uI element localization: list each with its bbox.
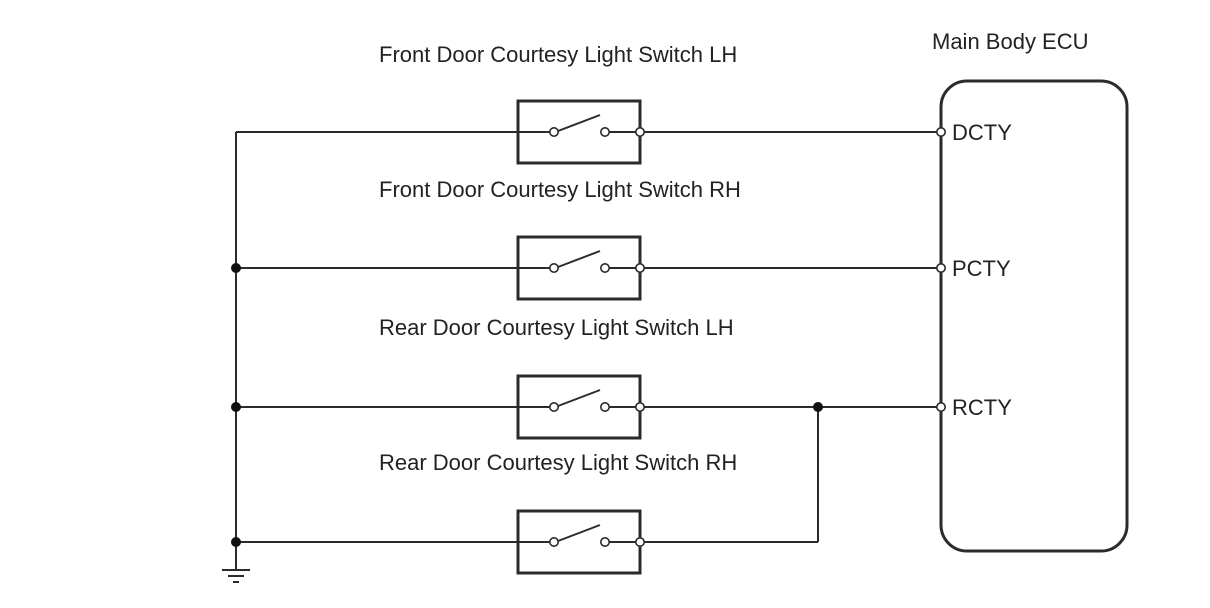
ecu-pin-label-rcty: RCTY — [952, 395, 1012, 420]
junction-dot — [813, 402, 823, 412]
switch-label-front-lh: Front Door Courtesy Light Switch LH — [379, 42, 737, 67]
switch-rear-rh — [516, 509, 645, 575]
ecu-title: Main Body ECU — [932, 29, 1089, 54]
junction-dot — [231, 402, 241, 412]
open-switch-icon — [557, 524, 601, 542]
open-switch-icon — [557, 114, 601, 132]
open-switch-icon — [557, 389, 601, 407]
switch-label-front-rh: Front Door Courtesy Light Switch RH — [379, 177, 741, 202]
ecu-pin-label-dcty: DCTY — [952, 120, 1012, 145]
ecu-pin-terminal-rcty — [935, 401, 946, 412]
switch-front-rh — [516, 235, 645, 301]
ground-icon — [222, 569, 250, 583]
ecu-pin-terminal-dcty — [935, 127, 946, 138]
ecu-box — [939, 79, 1129, 553]
ecu-pin-terminal-pcty — [935, 262, 946, 273]
switch-rear-lh — [516, 374, 645, 440]
junction-dot — [231, 537, 241, 547]
ecu-pin-label-pcty: PCTY — [952, 256, 1011, 281]
switch-label-rear-lh: Rear Door Courtesy Light Switch LH — [379, 315, 734, 340]
switch-label-rear-rh: Rear Door Courtesy Light Switch RH — [379, 450, 737, 475]
junction-dot — [231, 263, 241, 273]
open-switch-icon — [557, 250, 601, 268]
switch-front-lh — [516, 99, 645, 165]
